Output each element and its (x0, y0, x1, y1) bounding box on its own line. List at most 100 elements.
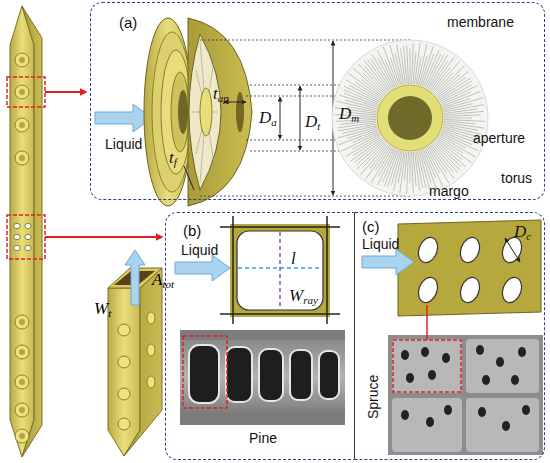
dimension-symbol: Wray (289, 287, 318, 306)
pit (147, 344, 155, 356)
pit (415, 235, 441, 266)
sem-pit (406, 373, 414, 383)
torus-ring (377, 85, 443, 151)
margo-fiber (378, 58, 394, 88)
sem-pit (421, 347, 429, 357)
pit-aperture (19, 407, 25, 413)
pit-aperture (19, 349, 25, 355)
figure-panel: (b)LiquidlWrayPine (165, 212, 355, 460)
margo-fiber (390, 58, 399, 86)
margo-fiber (444, 111, 484, 115)
sem-photo-band (180, 340, 345, 415)
pit (118, 356, 130, 368)
sem-pit (496, 357, 504, 367)
sem-cell (392, 398, 462, 452)
sem-photo (180, 330, 345, 425)
pit-aperture (178, 90, 188, 134)
cross-field-pits (14, 223, 31, 250)
margo-fiber (418, 44, 427, 85)
margo-fiber (371, 59, 391, 90)
bordered-pits (118, 312, 155, 430)
extension-line (200, 196, 410, 197)
sem-pit (502, 421, 510, 431)
highlight-box (7, 215, 45, 259)
margo-fiber (419, 151, 430, 189)
margo-fiber (438, 78, 470, 99)
sem-photo (388, 335, 543, 455)
margo-fiber (372, 55, 392, 89)
pit (457, 235, 483, 266)
dimension-line (505, 238, 520, 262)
dimension-line (280, 97, 281, 139)
sem-pit (290, 350, 312, 400)
tracheid-front (10, 6, 34, 457)
pit-border (144, 18, 192, 206)
highlight-box (183, 336, 227, 408)
margo-fiber (421, 46, 434, 85)
frame-line (232, 216, 234, 324)
tracheid-front (108, 288, 140, 456)
pit-border (152, 32, 192, 192)
panel-tag: (c) (362, 219, 380, 234)
sem-pit (442, 353, 450, 363)
frame-lines (220, 216, 340, 324)
margo-fiber (338, 127, 377, 138)
pit (118, 388, 130, 400)
margo-fiber (443, 98, 483, 109)
dimension-symbol: Dt (305, 113, 320, 132)
sem-pit (226, 347, 252, 402)
dimension-symbol: Dc (514, 223, 531, 242)
red-leader (426, 305, 428, 340)
red-arrow (45, 236, 162, 238)
margo-fiber (412, 43, 414, 84)
margo-fiber (358, 64, 386, 94)
pit-aperture (236, 92, 244, 132)
pit (415, 275, 441, 306)
part-label: aperture (473, 131, 525, 145)
flow-arrow (175, 255, 230, 281)
margo-fiber (371, 147, 392, 183)
pit (118, 324, 130, 336)
sem-cell (466, 398, 539, 452)
margo-fiber (442, 98, 470, 107)
margo-fiber (412, 152, 414, 193)
red-arrow (45, 91, 86, 93)
sem-pit (518, 347, 526, 357)
frame-line (220, 313, 340, 315)
margo-fiber (410, 48, 411, 84)
figure-panel: (a)LiquidmembranetapDaDtDmaperturetorusm… (90, 2, 545, 200)
margo-fiber (413, 152, 416, 186)
sem-pit (482, 375, 490, 385)
margo-fiber (444, 118, 472, 119)
cross-field-pits (415, 235, 525, 306)
pit (147, 376, 155, 388)
pit-aperture (19, 155, 25, 161)
sem-pit (428, 370, 436, 380)
sem-cell (392, 339, 462, 393)
pit-border (171, 72, 189, 152)
sem-pit (319, 351, 339, 399)
pit-aperture (19, 89, 25, 95)
margo-fibers (335, 43, 486, 194)
dimension-symbol: tf (169, 149, 177, 168)
pit (147, 312, 155, 324)
small-pit (14, 223, 20, 228)
sem-cell (466, 339, 539, 393)
aperture-disk (388, 96, 432, 140)
pit (15, 315, 29, 329)
sem-pit (259, 349, 283, 401)
pit-border (161, 50, 191, 174)
sem-pits (189, 345, 339, 403)
margo-fiber (436, 74, 460, 95)
margo-fiber (407, 152, 409, 194)
sem-pit (401, 410, 409, 420)
pit (15, 118, 29, 132)
margo-fiber (390, 45, 401, 85)
pit (15, 375, 29, 389)
part-label: Pine (249, 431, 277, 445)
cell-wall (398, 220, 541, 316)
margo-strands (192, 42, 218, 182)
small-pit (25, 234, 31, 239)
margo-fiber (404, 46, 407, 84)
pit (499, 275, 525, 306)
